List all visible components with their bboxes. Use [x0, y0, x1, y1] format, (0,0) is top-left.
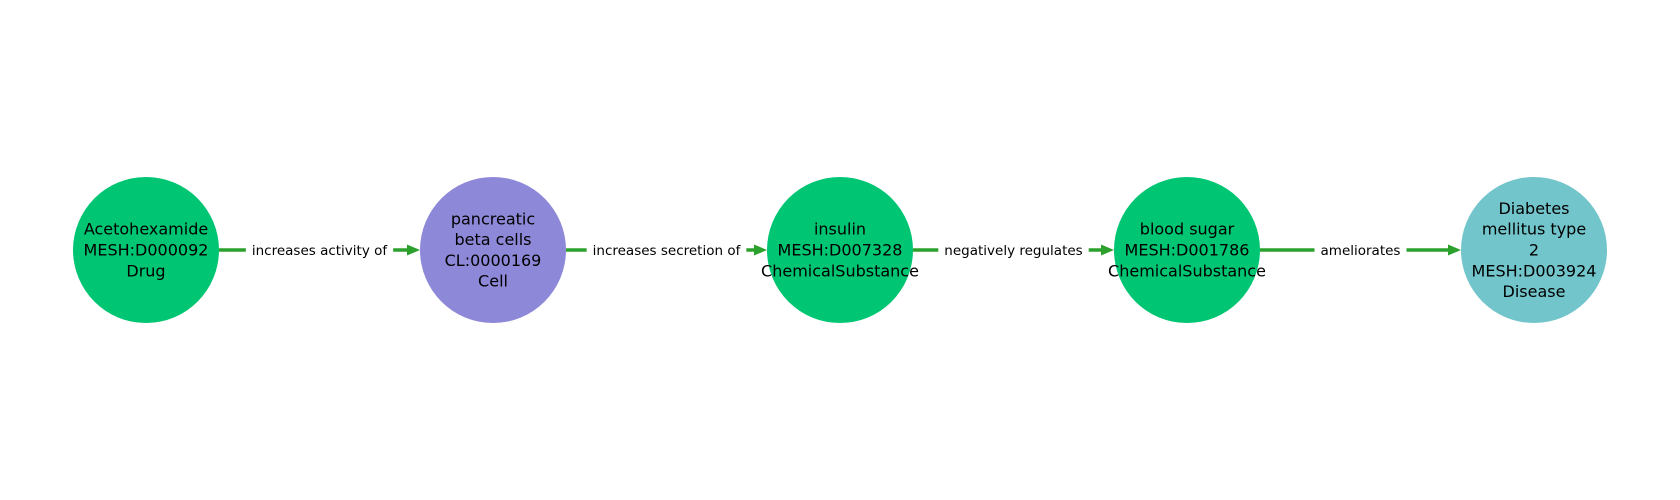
node-label-line: blood sugar	[1140, 220, 1235, 239]
node-circle	[420, 177, 566, 323]
edge-0: increases activity of	[219, 240, 420, 260]
node-label-line: beta cells	[454, 230, 531, 249]
edge-1: increases secretion of	[566, 240, 767, 260]
edge-label: increases secretion of	[593, 243, 742, 259]
edge-arrowhead	[407, 244, 420, 256]
edge-arrowhead	[1448, 244, 1461, 256]
node-label-line: Drug	[126, 261, 165, 280]
node-label-line: Disease	[1503, 282, 1566, 301]
edge-arrowhead	[1101, 244, 1114, 256]
node-label-line: pancreatic	[451, 209, 535, 228]
node-label-line: insulin	[814, 220, 866, 239]
node-label-line: ChemicalSubstance	[1108, 261, 1266, 280]
edge-label: negatively regulates	[944, 243, 1082, 259]
node-label-line: Cell	[478, 272, 508, 291]
node-circle	[767, 177, 913, 323]
edge-label: ameliorates	[1321, 243, 1401, 259]
node-label-line: Acetohexamide	[84, 220, 208, 239]
node-circle	[1114, 177, 1260, 323]
edge-3: ameliorates	[1260, 240, 1461, 260]
node-label-line: 2	[1529, 241, 1539, 260]
edge-label: increases activity of	[252, 243, 389, 259]
node-label-line: MESH:D000092	[84, 241, 209, 260]
node-label-line: MESH:D003924	[1472, 261, 1597, 280]
node-label-line: mellitus type	[1482, 220, 1586, 239]
node-label-line: Diabetes	[1498, 199, 1569, 218]
node-diabetes-type-2: Diabetes mellitus type 2MESH:D003924Diseas…	[1461, 177, 1607, 323]
node-label-line: MESH:D007328	[778, 241, 903, 260]
node-label-line: ChemicalSubstance	[761, 261, 919, 280]
node-label-line: MESH:D001786	[1125, 241, 1250, 260]
edge-label-background	[938, 240, 1089, 260]
node-label-line: CL:0000169	[445, 251, 542, 270]
edge-arrowhead	[754, 244, 767, 256]
node-circle	[1461, 177, 1607, 323]
node-circle	[73, 177, 219, 323]
edge-label-background	[245, 240, 394, 260]
edge-label-background	[1314, 240, 1407, 260]
edge-2: negatively regulates	[913, 240, 1114, 260]
edges-layer: increases activity of increases secretion…	[219, 240, 1461, 260]
edge-label-background	[586, 240, 747, 260]
